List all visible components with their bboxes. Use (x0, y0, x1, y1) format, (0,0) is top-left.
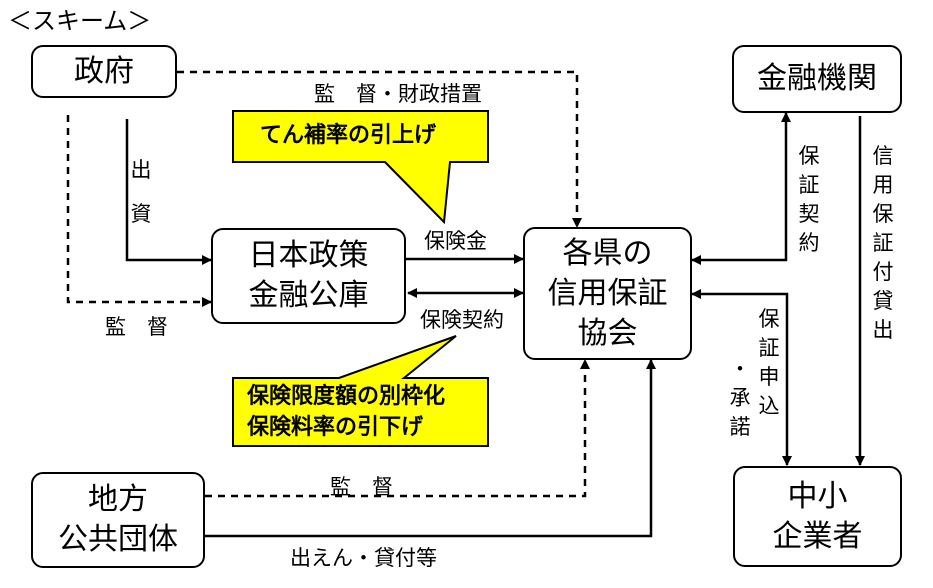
edge-cgc-sme-guarantee (691, 289, 792, 466)
callout-lower-shape (232, 335, 489, 447)
node-sme-line2: 企業者 (772, 518, 863, 554)
label-investment: 出資 (130, 158, 152, 226)
edge-fi-cgc-guarantee-contract (691, 112, 791, 265)
node-jfc-line2: 金融公庫 (248, 278, 369, 313)
label-credit-guarantee-loan: 信用保証付貸出 (872, 144, 894, 342)
label-insurance-money: 保険金 (424, 229, 487, 253)
label-supervision-fiscal: 監 督・財政措置 (314, 82, 482, 106)
node-financial-institutions-label: 金融機関 (757, 61, 877, 96)
edge-gov-jfc-supervision (66, 115, 212, 307)
callout-upper-text: てん補率の引上げ (260, 123, 437, 148)
label-guarantee-application: 保証申込 (758, 307, 780, 418)
node-jfc-line1: 日本政策 (248, 238, 369, 273)
node-government: 政府 (31, 45, 177, 98)
node-cgc: 各県の 信用保証 協会 (523, 227, 692, 360)
node-sme: 中小 企業者 (733, 466, 902, 567)
node-jfc: 日本政策 金融公庫 (211, 228, 406, 324)
edge-gov-jfc-investment (125, 119, 212, 265)
edge-local-cgc-funding (205, 359, 656, 538)
callout-lower-line2: 保険料率の引下げ (247, 415, 424, 440)
node-sme-line1: 中小 (787, 478, 848, 514)
callout-lower-line1: 保険限度額の別枠化 (247, 384, 446, 409)
node-cgc-line2: 信用保証 (547, 275, 668, 311)
label-approval: ・承諾 (729, 357, 751, 439)
label-guarantee-contract: 保証契約 (798, 144, 820, 255)
node-cgc-line3: 協会 (577, 315, 638, 351)
edge-local-cgc-supervision (205, 359, 590, 498)
label-supervision-jfc: 監 督 (105, 315, 168, 339)
label-insurance-contract: 保険契約 (420, 308, 504, 332)
callout-upper-shape (232, 110, 489, 225)
node-financial-institutions: 金融機関 (732, 45, 902, 113)
node-cgc-line1: 各県の (562, 235, 653, 271)
scheme-title: ＜スキーム＞ (8, 7, 152, 35)
node-local-gov: 地方 公共団体 (31, 472, 205, 568)
node-government-label: 政府 (74, 53, 134, 89)
node-local-gov-line2: 公共団体 (58, 522, 178, 557)
node-local-gov-line1: 地方 (88, 482, 148, 517)
label-supervision-local: 監 督 (330, 475, 393, 499)
edge-gov-cgc-supervision (177, 70, 582, 228)
label-funding-loans: 出えん・貸付等 (290, 546, 437, 570)
